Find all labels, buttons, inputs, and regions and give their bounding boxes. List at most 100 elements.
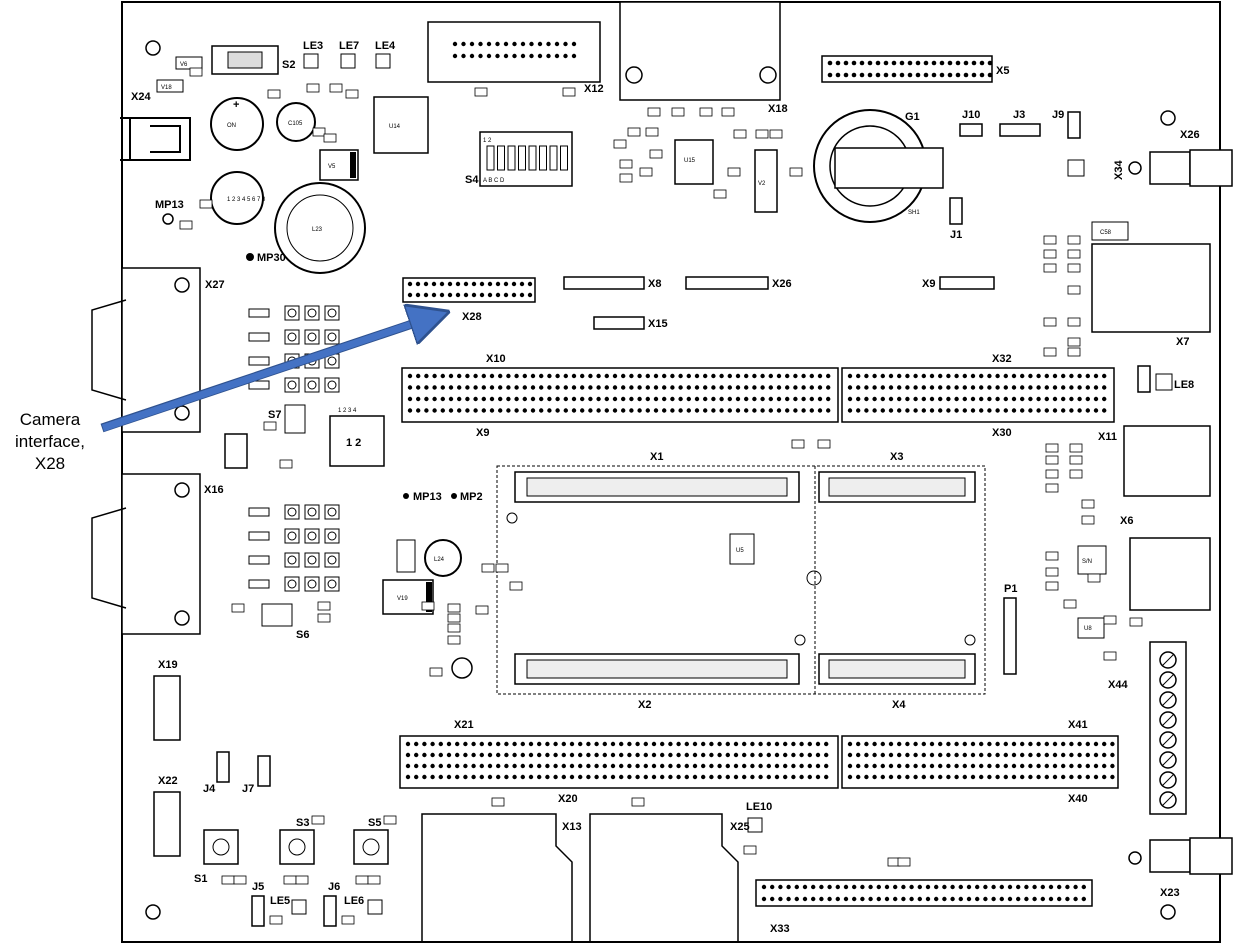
power-jack-x24 — [120, 117, 191, 161]
pin — [1036, 763, 1041, 769]
led-lens — [287, 308, 297, 318]
smd-part — [645, 127, 659, 137]
pin — [915, 72, 921, 78]
pin — [512, 774, 517, 780]
pin — [913, 385, 918, 390]
pin — [686, 385, 691, 390]
pin — [522, 373, 527, 379]
regulator-v19 — [382, 579, 434, 615]
pin — [794, 884, 799, 890]
label-x2: X2 — [638, 699, 651, 711]
pin — [539, 373, 544, 379]
capacitor-c104 — [210, 97, 264, 151]
pin — [954, 763, 959, 769]
pin — [938, 408, 943, 413]
pin — [891, 60, 897, 66]
pin — [545, 741, 550, 747]
pin — [520, 763, 525, 769]
pin — [735, 385, 741, 390]
pin — [463, 741, 468, 747]
pin — [1102, 396, 1107, 402]
pin — [670, 396, 675, 402]
pin — [514, 373, 519, 379]
pin — [471, 281, 477, 287]
pin — [637, 385, 642, 390]
pin — [938, 385, 943, 390]
pin — [627, 774, 632, 780]
pin — [692, 763, 698, 769]
pin — [897, 408, 902, 413]
pin — [463, 774, 468, 780]
pin — [744, 373, 749, 379]
label-j4: J4 — [203, 783, 216, 795]
pin — [815, 752, 821, 758]
pin — [824, 774, 829, 780]
pin — [455, 774, 460, 780]
smd-part — [312, 127, 326, 137]
smd-part — [791, 439, 805, 449]
pin — [578, 752, 583, 758]
pin — [1028, 774, 1033, 780]
led-lens — [327, 332, 337, 342]
pin — [946, 774, 951, 780]
pin — [522, 385, 527, 390]
pin — [487, 774, 493, 780]
pin — [880, 774, 885, 780]
led-lens — [327, 380, 337, 390]
pin — [651, 774, 657, 780]
chip-u5 — [729, 533, 755, 565]
pin — [891, 72, 897, 78]
pin — [766, 741, 771, 747]
sma-x23-body — [1149, 839, 1191, 873]
pin — [520, 774, 525, 780]
led-lens — [307, 332, 317, 342]
pin — [479, 763, 484, 769]
pin — [987, 60, 993, 66]
pin — [703, 385, 708, 390]
pin — [983, 884, 988, 890]
pin — [744, 408, 749, 413]
led-pad — [324, 552, 340, 568]
smd-part — [1045, 469, 1059, 479]
pin — [970, 396, 976, 402]
pin — [643, 741, 648, 747]
smd-part — [311, 815, 325, 825]
pin — [561, 774, 566, 780]
pin — [612, 373, 618, 379]
label-p1: P1 — [1004, 583, 1017, 595]
pin — [913, 763, 918, 769]
label-x14: X13 — [562, 821, 582, 833]
pin — [1052, 752, 1058, 758]
sma-x23-thread — [1189, 837, 1233, 875]
dip-switch-s6 — [261, 603, 293, 627]
pin — [447, 281, 453, 287]
led-lens — [327, 308, 337, 318]
smd-part — [671, 107, 685, 117]
led-pad — [284, 305, 300, 321]
pin — [905, 373, 910, 379]
jumper-j4 — [216, 751, 230, 783]
pin — [424, 373, 429, 379]
pin — [571, 408, 577, 413]
pin — [416, 385, 421, 390]
pin — [645, 396, 650, 402]
pin — [1061, 408, 1066, 413]
pin — [856, 373, 861, 379]
pin — [913, 774, 918, 780]
pin — [588, 396, 593, 402]
label-s3: S3 — [296, 817, 309, 829]
pin — [766, 763, 771, 769]
led-le8 — [1155, 373, 1173, 391]
pin — [1065, 896, 1070, 902]
button-s3-cap — [288, 838, 306, 856]
pin — [1020, 396, 1025, 402]
pin — [676, 752, 681, 758]
pin — [530, 373, 536, 379]
pin — [487, 281, 493, 287]
led-lens — [287, 579, 297, 589]
pin — [847, 774, 853, 780]
smd-part — [631, 797, 645, 807]
pin — [1020, 752, 1025, 758]
label-l24: L24 — [434, 557, 445, 563]
pin — [701, 752, 706, 758]
